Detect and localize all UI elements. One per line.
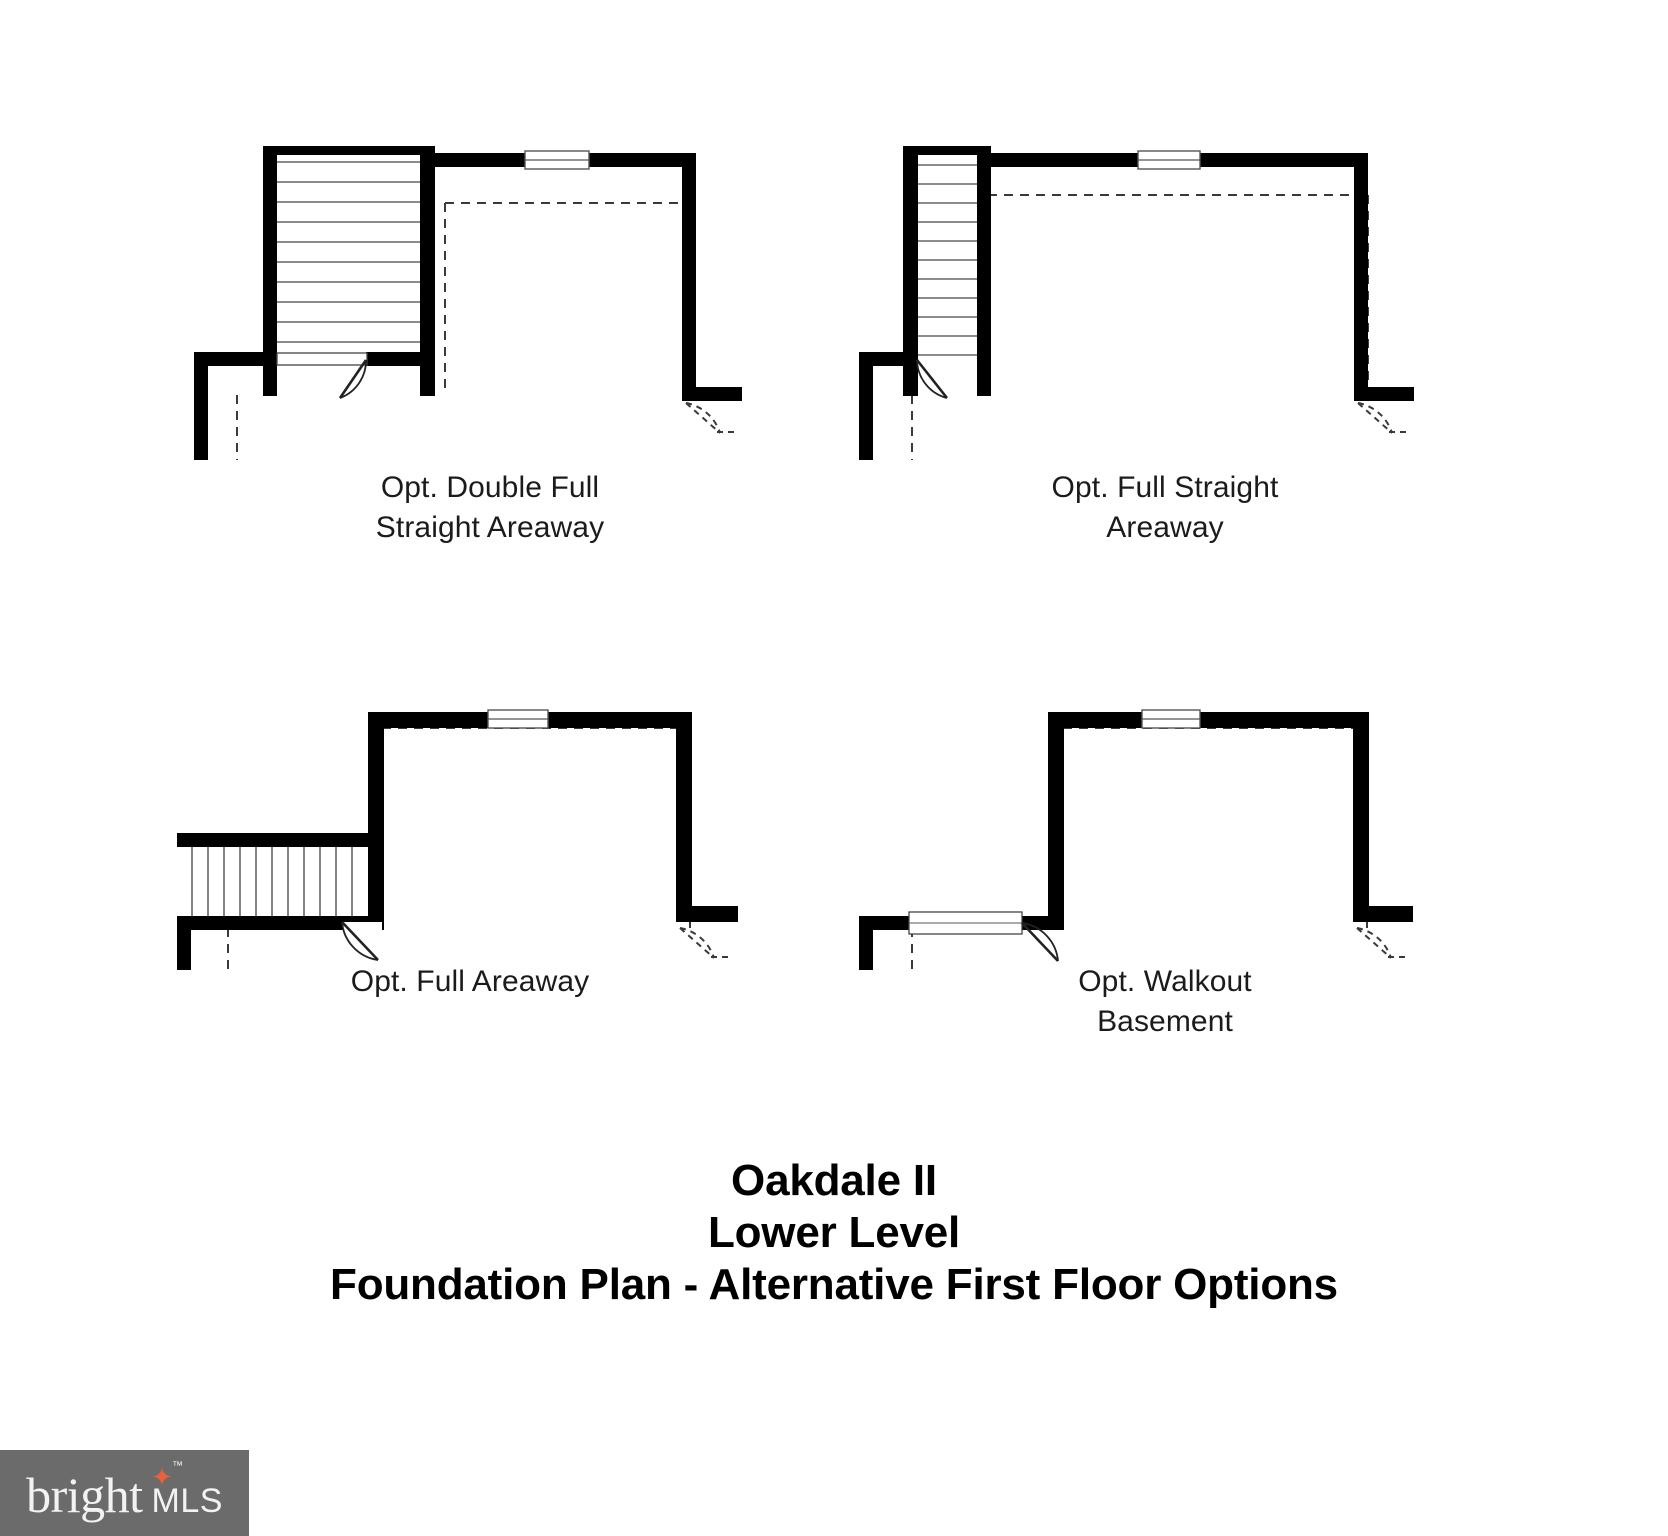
plan-4-drawing	[859, 709, 1413, 970]
trademark-icon: ™	[172, 1460, 184, 1472]
plan-1-walls	[194, 146, 742, 460]
plan-4-entry-door-icon	[908, 911, 1059, 962]
plan-opt-full-straight-areaway	[855, 120, 1475, 460]
plan-2-walls	[859, 146, 1414, 460]
title-block: Oakdale II Lower Level Foundation Plan -…	[0, 1155, 1668, 1311]
plan-1-entry-door-icon	[276, 352, 368, 399]
plan-2-drawing	[859, 146, 1414, 460]
caption-plan-4: Opt. Walkout Basement	[1078, 965, 1252, 1038]
title-line-plan-name: Oakdale II	[731, 1156, 937, 1205]
plan-3-interior-dashed	[227, 727, 691, 970]
plan-1-right-door-icon	[685, 402, 736, 434]
caption-plan-1: Opt. Double Full Straight Areaway	[375, 471, 605, 544]
plan-2-window-icon	[1137, 150, 1201, 170]
watermark-brand-text: bright	[26, 1467, 143, 1523]
plan-2-stair-treads	[917, 164, 977, 356]
title-line-level: Lower Level	[707, 1207, 961, 1257]
plan-4-right-door-icon	[1356, 927, 1407, 959]
star-icon: ✦	[151, 1462, 173, 1492]
bright-mls-watermark: bright ✦ ™ MLS	[0, 1450, 249, 1536]
plan-3-right-door-icon	[679, 927, 730, 959]
plan-3-stair-treads	[191, 847, 353, 916]
plan-2-right-door-icon	[1357, 402, 1408, 434]
plan-opt-walkout-basement	[855, 640, 1475, 970]
caption-plan-2: Opt. Full Straight Areaway	[1051, 471, 1279, 544]
plan-2-entry-door-icon	[915, 359, 977, 399]
caption-plan-3: Opt. Full Areaway	[350, 965, 590, 998]
plan-opt-full-areaway	[150, 640, 790, 970]
title-line-sheet-description: Foundation Plan - Alternative First Floo…	[330, 1259, 1338, 1309]
plan-3-drawing	[177, 709, 738, 970]
plan-1-stair-treads	[276, 161, 420, 363]
plan-3-walls	[177, 712, 738, 970]
plan-1-drawing	[194, 146, 742, 460]
plan-opt-double-full-straight-areaway	[180, 120, 800, 460]
plan-4-walls	[859, 712, 1413, 970]
plan-3-entry-door-icon	[341, 921, 382, 961]
plan-1-window-icon	[524, 150, 590, 170]
watermark-mls-text: MLS	[151, 1482, 223, 1520]
plan-4-window-icon	[1141, 709, 1201, 729]
plan-3-window-icon	[487, 709, 549, 729]
